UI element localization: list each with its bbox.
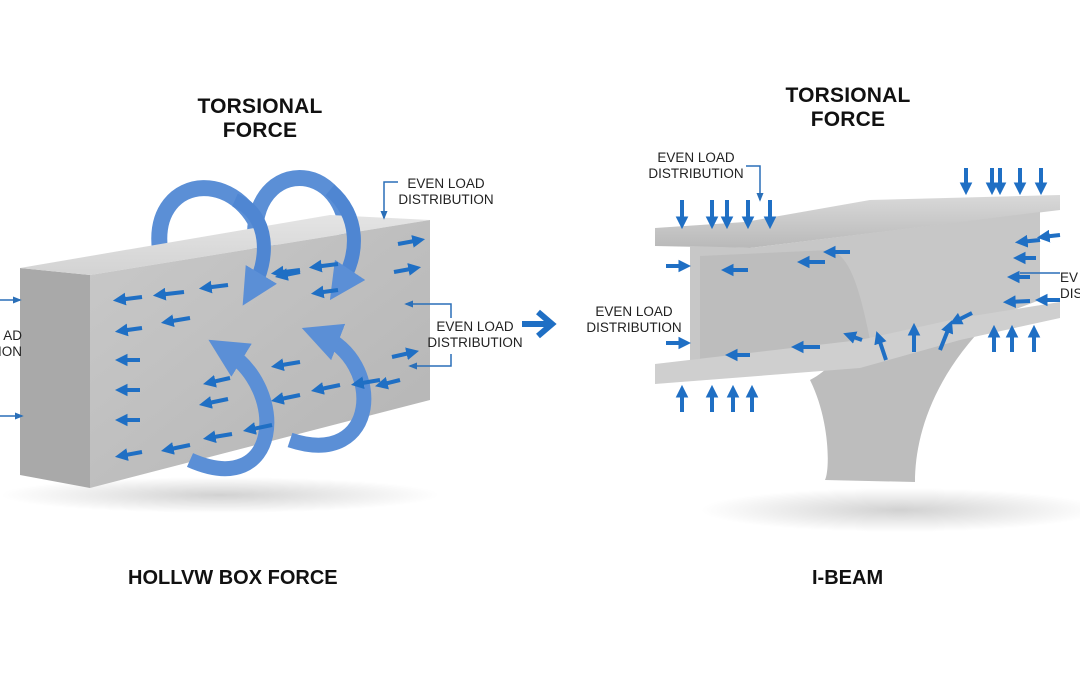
- box-shadow: [0, 477, 440, 513]
- torsion-arc-front-2-icon: [325, 184, 366, 301]
- beam-up-arrow-icon: [938, 320, 954, 351]
- right-arrow-icon: [522, 309, 557, 339]
- box-top-face: [20, 215, 430, 275]
- box-load-arrow-icon: [112, 292, 143, 306]
- box-top-label-line2: DISTRIBUTION: [398, 192, 494, 207]
- box-load-arrow-icon: [160, 314, 191, 328]
- left-title-line2: FORCE: [222, 119, 298, 142]
- box-top-label: EVEN LOAD DISTRIBUTION: [396, 176, 496, 208]
- box-load-arrow-icon: [160, 442, 191, 455]
- box-load-arrow-icon: [310, 382, 341, 395]
- box-load-arrow-icon: [393, 263, 422, 276]
- box-left-face: [20, 268, 90, 488]
- box-top-label-line1: EVEN LOAD: [407, 176, 485, 191]
- beam-top-label-line2: DISTRIBUTION: [648, 166, 744, 181]
- i-beam-illustration: [655, 168, 1080, 532]
- box-load-arrow-icon: [397, 235, 426, 248]
- beam-right-label-line1: EV: [1060, 270, 1079, 285]
- leader-box-top: [380, 181, 398, 220]
- left-title-line1: TORSIONAL: [197, 95, 323, 118]
- right-title: TORSIONAL FORCE: [760, 84, 936, 132]
- beam-side-arrow-icon: [1014, 234, 1041, 248]
- beam-side-arrow-icon: [1036, 229, 1061, 243]
- box-left-label-line2: ION: [0, 344, 22, 359]
- beam-web-arrow-icon: [843, 331, 863, 344]
- beam-shadow: [700, 488, 1080, 532]
- box-left-label: AD ION: [0, 328, 22, 360]
- box-load-arrow-icon: [274, 268, 301, 281]
- beam-top-label: EVEN LOAD DISTRIBUTION: [644, 150, 748, 182]
- left-caption: HOLLVW BOX FORCE: [128, 567, 338, 589]
- beam-web-cavity: [700, 250, 870, 360]
- box-load-arrow-icon: [270, 392, 301, 405]
- leader-box-right-lower: [408, 354, 452, 370]
- beam-left-label-line1: EVEN LOAD: [595, 304, 673, 319]
- beam-side-arrow-icon: [1002, 295, 1031, 309]
- leader-box-right: [404, 300, 452, 318]
- beam-top-flange: [655, 195, 1060, 248]
- torsion-arc-bottom-2-icon: [287, 323, 372, 453]
- hollow-box-illustration: [0, 169, 440, 513]
- box-load-arrow-icon: [114, 448, 143, 461]
- beam-left-label-line2: DISTRIBUTION: [586, 320, 682, 335]
- beam-left-label: EVEN LOAD DISTRIBUTION: [582, 304, 686, 336]
- box-load-arrows: [112, 235, 426, 461]
- box-load-arrow-icon: [308, 259, 339, 273]
- right-title-line1: TORSIONAL: [785, 84, 911, 107]
- right-title-line2: FORCE: [810, 108, 886, 131]
- torsion-arc-bottom-1-icon: [186, 339, 275, 476]
- box-load-arrow-icon: [270, 358, 301, 372]
- box-right-label-line2: DISTRIBUTION: [427, 335, 523, 350]
- box-load-arrow-icon: [152, 287, 185, 301]
- box-load-arrow-icon: [242, 422, 273, 435]
- beam-right-label: EV DIS: [1060, 270, 1080, 302]
- left-title: TORSIONAL FORCE: [172, 95, 348, 143]
- beam-up-arrow-icon: [874, 331, 888, 361]
- box-left-label-line1: AD: [3, 328, 22, 343]
- box-load-arrow-icon: [198, 280, 229, 294]
- beam-web-arrow-icon: [949, 311, 973, 325]
- box-load-arrow-icon: [198, 396, 229, 409]
- box-right-label: EVEN LOAD DISTRIBUTION: [427, 319, 523, 351]
- beam-load-arrows: [666, 168, 1061, 412]
- box-right-label-line1: EVEN LOAD: [436, 319, 514, 334]
- box-load-arrow-icon: [310, 285, 339, 299]
- box-load-arrow-icon: [203, 375, 231, 388]
- right-caption: I-BEAM: [812, 567, 884, 589]
- leader-beam-top: [746, 165, 764, 202]
- box-load-arrow-icon: [375, 376, 401, 390]
- box-load-arrow-icon: [202, 430, 233, 444]
- torsion-arc-front-1-icon: [231, 193, 277, 306]
- beam-right-label-line2: DIS: [1060, 286, 1080, 301]
- box-load-arrow-icon: [114, 323, 143, 337]
- beam-top-label-line1: EVEN LOAD: [657, 150, 735, 165]
- box-load-arrow-icon: [391, 347, 419, 360]
